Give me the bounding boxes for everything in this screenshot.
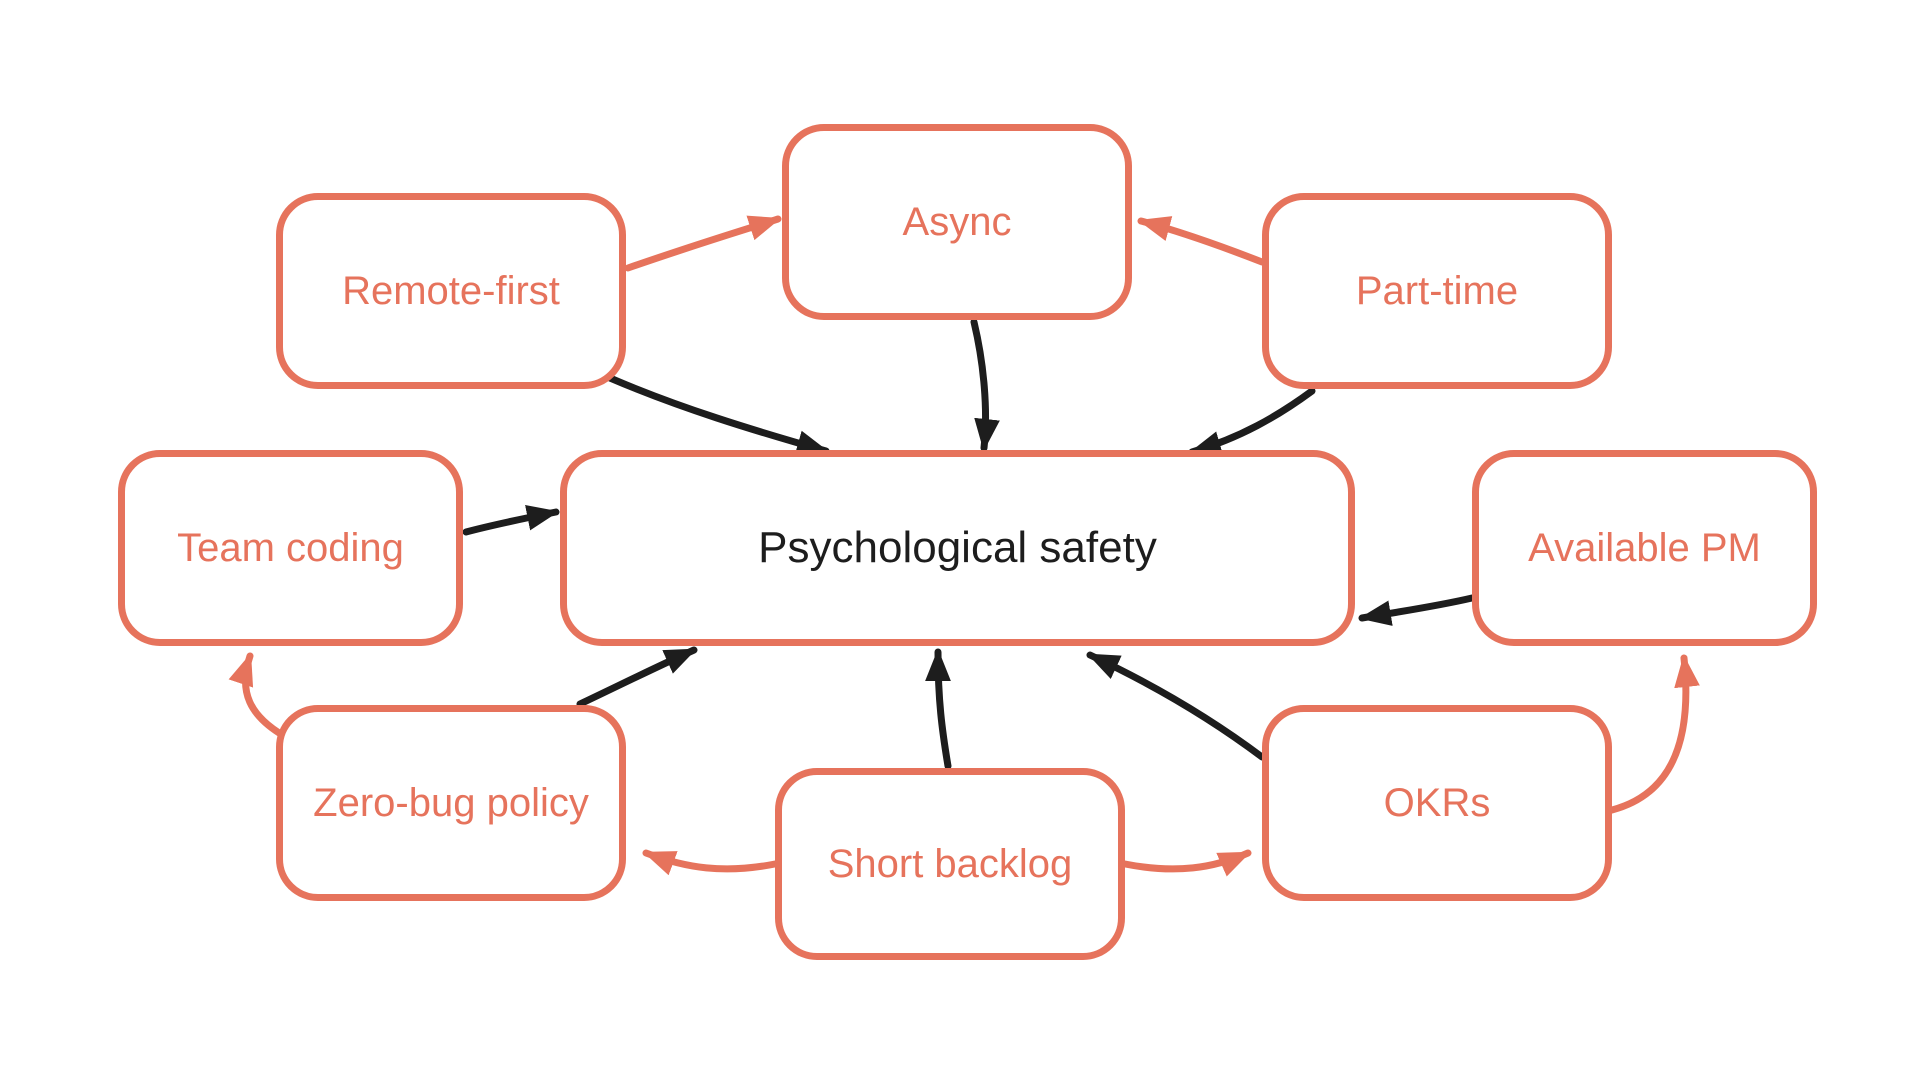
edge-remote-first-to-async-arrow — [624, 215, 782, 272]
edge-available-pm-to-psychological-safety-arrow — [1358, 594, 1476, 626]
node-okrs-label: OKRs — [1383, 781, 1491, 825]
node-async-label: Async — [902, 200, 1012, 244]
node-short-backlog: Short backlog — [775, 768, 1125, 960]
node-zero-bug-policy: Zero-bug policy — [276, 705, 626, 901]
node-psychological-safety-label: Psychological safety — [758, 522, 1157, 572]
node-zero-bug-policy-label: Zero-bug policy — [313, 781, 589, 825]
node-remote-first: Remote-first — [276, 193, 626, 389]
node-short-backlog-label: Short backlog — [827, 842, 1073, 886]
edge-short-backlog-to-zero-bug-policy-arrow — [642, 849, 779, 876]
edge-short-backlog-to-okrs-arrow — [1121, 849, 1252, 877]
node-team-coding: Team coding — [118, 450, 463, 646]
node-team-coding-label: Team coding — [177, 526, 404, 570]
edge-async-to-psychological-safety-arrow — [970, 318, 1000, 452]
node-psychological-safety: Psychological safety — [560, 450, 1355, 646]
edge-okrs-to-psychological-safety-arrow — [1086, 651, 1266, 761]
node-part-time-label: Part-time — [1355, 269, 1519, 313]
node-available-pm-label: Available PM — [1528, 526, 1761, 570]
node-async: Async — [782, 124, 1132, 320]
edge-part-time-to-psychological-safety-arrow — [1188, 387, 1316, 457]
node-part-time: Part-time — [1262, 193, 1612, 389]
edge-remote-first-to-psychological-safety-arrow — [606, 374, 830, 456]
edge-okrs-to-available-pm-arrow — [1608, 654, 1700, 814]
node-okrs: OKRs — [1262, 705, 1612, 901]
edge-part-time-to-async-arrow — [1137, 216, 1266, 266]
edge-zero-bug-policy-to-psychological-safety-arrow — [576, 646, 698, 708]
edge-team-coding-to-psychological-safety-arrow — [462, 505, 560, 536]
node-available-pm: Available PM — [1472, 450, 1817, 646]
edge-short-backlog-to-psychological-safety-arrow — [925, 648, 952, 770]
edge-zero-bug-policy-to-team-coding-arrow — [228, 652, 288, 740]
node-remote-first-label: Remote-first — [342, 269, 560, 313]
